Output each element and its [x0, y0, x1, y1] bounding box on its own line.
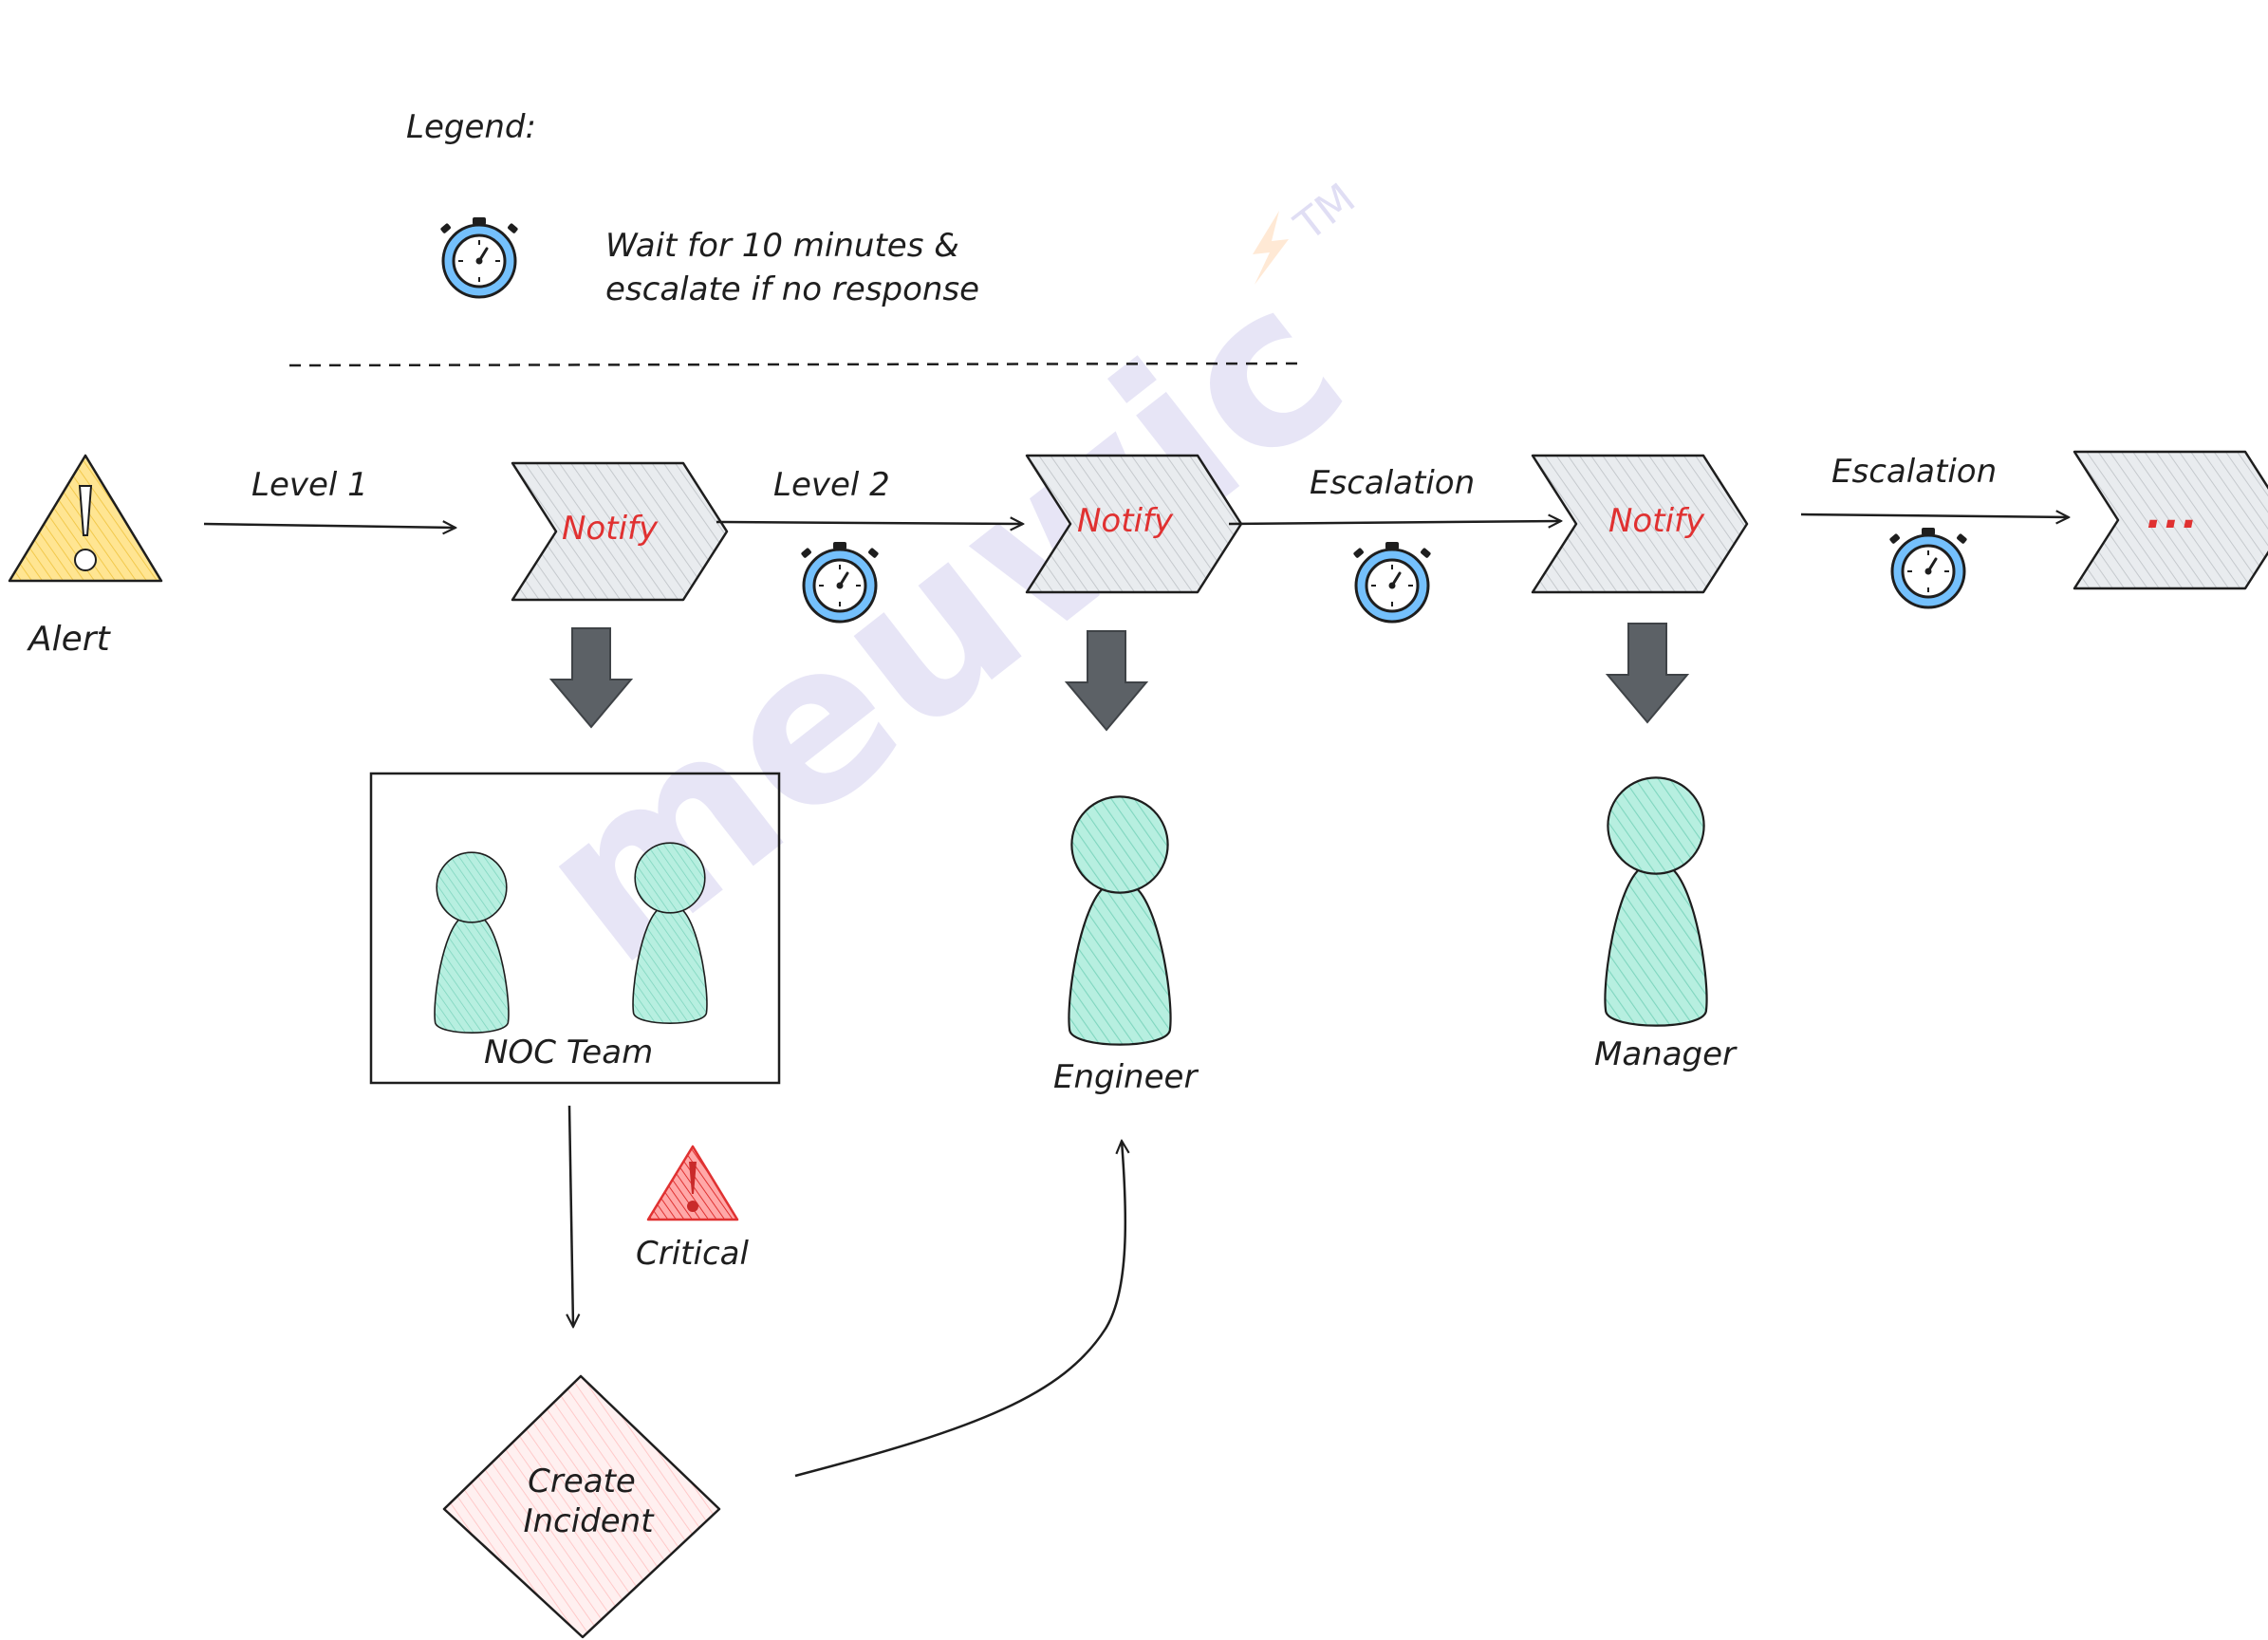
level-2-label: Level 2 — [773, 466, 890, 504]
notify-label-3: Notify — [1608, 502, 1705, 540]
level-2-arrow — [716, 522, 1023, 524]
incident-to-engineer-arrow — [794, 1141, 1125, 1478]
noc-member-1-icon — [434, 851, 510, 1034]
noc-team-label: NOC Team — [484, 1034, 653, 1072]
down-arrow-icon — [550, 627, 632, 728]
watermark-tm: TM — [1286, 175, 1365, 252]
legend-description-line1: Wait for 10 minutes & — [605, 227, 959, 265]
level-1-label: Level 1 — [251, 466, 368, 504]
escalation-arrow-1 — [1228, 521, 1561, 524]
noc-team-box — [369, 772, 781, 1085]
watermark-text: meuwic — [494, 236, 1388, 1013]
critical-label: Critical — [636, 1235, 749, 1273]
manager-label: Manager — [1594, 1035, 1738, 1073]
more-label: ... — [2147, 490, 2200, 538]
escalation-arrow-2 — [1800, 514, 2069, 517]
alert-label: Alert — [27, 620, 112, 659]
critical-warning-icon — [646, 1145, 739, 1221]
down-arrow-icon — [1607, 623, 1688, 723]
legend-description-line2: escalate if no response — [605, 270, 979, 308]
engineer-label: Engineer — [1053, 1058, 1199, 1096]
create-incident-diamond — [442, 1374, 721, 1639]
legend-title: Legend: — [406, 108, 536, 146]
stopwatch-icon — [1887, 526, 1969, 609]
stopwatch-icon — [438, 215, 520, 299]
stopwatch-icon — [1351, 540, 1433, 624]
watermark-logo-mark — [1253, 211, 1289, 285]
noc-to-incident-arrow — [569, 1105, 573, 1327]
escalation-label-2: Escalation — [1831, 453, 1997, 491]
alert-icon — [8, 454, 163, 583]
notify-label-2: Notify — [1077, 502, 1174, 540]
incident-label-line2: Incident — [523, 1502, 655, 1540]
legend-divider — [288, 362, 1301, 367]
escalation-label-1: Escalation — [1310, 464, 1475, 502]
manager-icon — [1604, 776, 1708, 1027]
watermark: meuwic — [494, 236, 1388, 1013]
incident-label-line1: Create — [528, 1463, 636, 1500]
notify-label-1: Notify — [562, 510, 659, 548]
engineer-icon — [1068, 795, 1172, 1046]
level-1-arrow — [203, 524, 455, 528]
